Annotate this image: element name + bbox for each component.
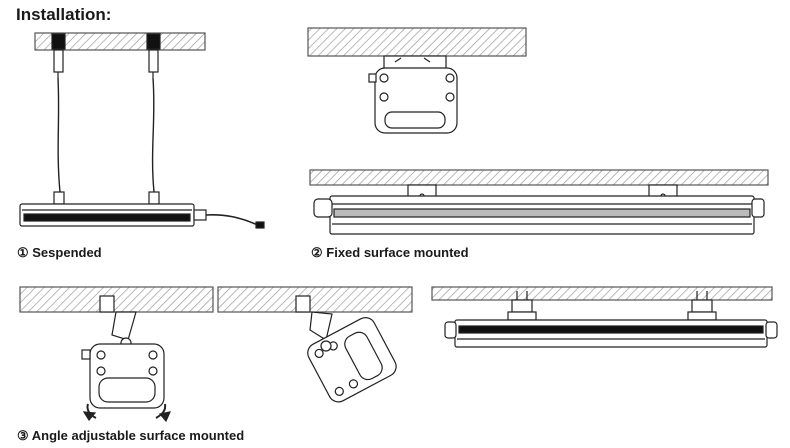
mounting-clip	[691, 299, 713, 313]
fixed-long-illustration	[309, 169, 769, 235]
end-cap	[751, 198, 765, 218]
adjust-arm	[111, 311, 137, 341]
light-diffuser	[333, 208, 751, 218]
angle-long-illustration	[431, 286, 778, 348]
screw	[96, 350, 106, 360]
cable-gripper	[53, 49, 64, 73]
ceiling-anchor	[51, 33, 66, 50]
mounting-clip	[295, 295, 311, 313]
caption-suspended: ① Sespended	[17, 245, 102, 260]
suspension-cable	[151, 77, 155, 193]
ceiling-slab	[307, 27, 527, 57]
end-cap	[444, 321, 457, 339]
light-diffuser	[458, 325, 764, 334]
ceiling-anchor	[146, 33, 161, 50]
screw	[379, 73, 389, 83]
light-diffuser	[23, 213, 191, 222]
rotate-arrow-icon	[155, 403, 167, 419]
mounting-clip	[99, 295, 115, 313]
ceiling-slab	[19, 286, 214, 313]
ceiling-slab	[217, 286, 413, 313]
hanging-bracket	[53, 191, 65, 205]
bracket-handle	[384, 111, 446, 129]
suspension-cable	[57, 77, 61, 193]
pivot	[320, 340, 332, 352]
cable-gripper	[148, 49, 159, 73]
bracket-handle	[98, 377, 156, 403]
screw	[96, 366, 106, 376]
caption-angle: ③ Angle adjustable surface mounted	[17, 428, 245, 443]
suspended-illustration	[19, 32, 265, 229]
mounting-clip	[511, 299, 533, 313]
cable-gland	[193, 209, 207, 221]
bracket-handle	[344, 331, 383, 381]
caption-fixed: ② Fixed surface mounted	[311, 245, 469, 260]
power-cable	[205, 214, 261, 227]
screw	[314, 348, 324, 359]
ceiling-slab	[431, 286, 773, 301]
screw	[379, 92, 389, 102]
angle-upright-illustration	[19, 286, 214, 423]
ceiling-slab	[34, 32, 206, 51]
angle-tilted-illustration	[217, 286, 413, 403]
end-cap	[765, 321, 778, 339]
fixed-side-illustration	[307, 27, 527, 134]
ceiling-slab	[309, 169, 769, 186]
page-title: Installation:	[16, 5, 112, 24]
hanging-bracket	[148, 191, 160, 205]
end-cap	[313, 198, 333, 218]
